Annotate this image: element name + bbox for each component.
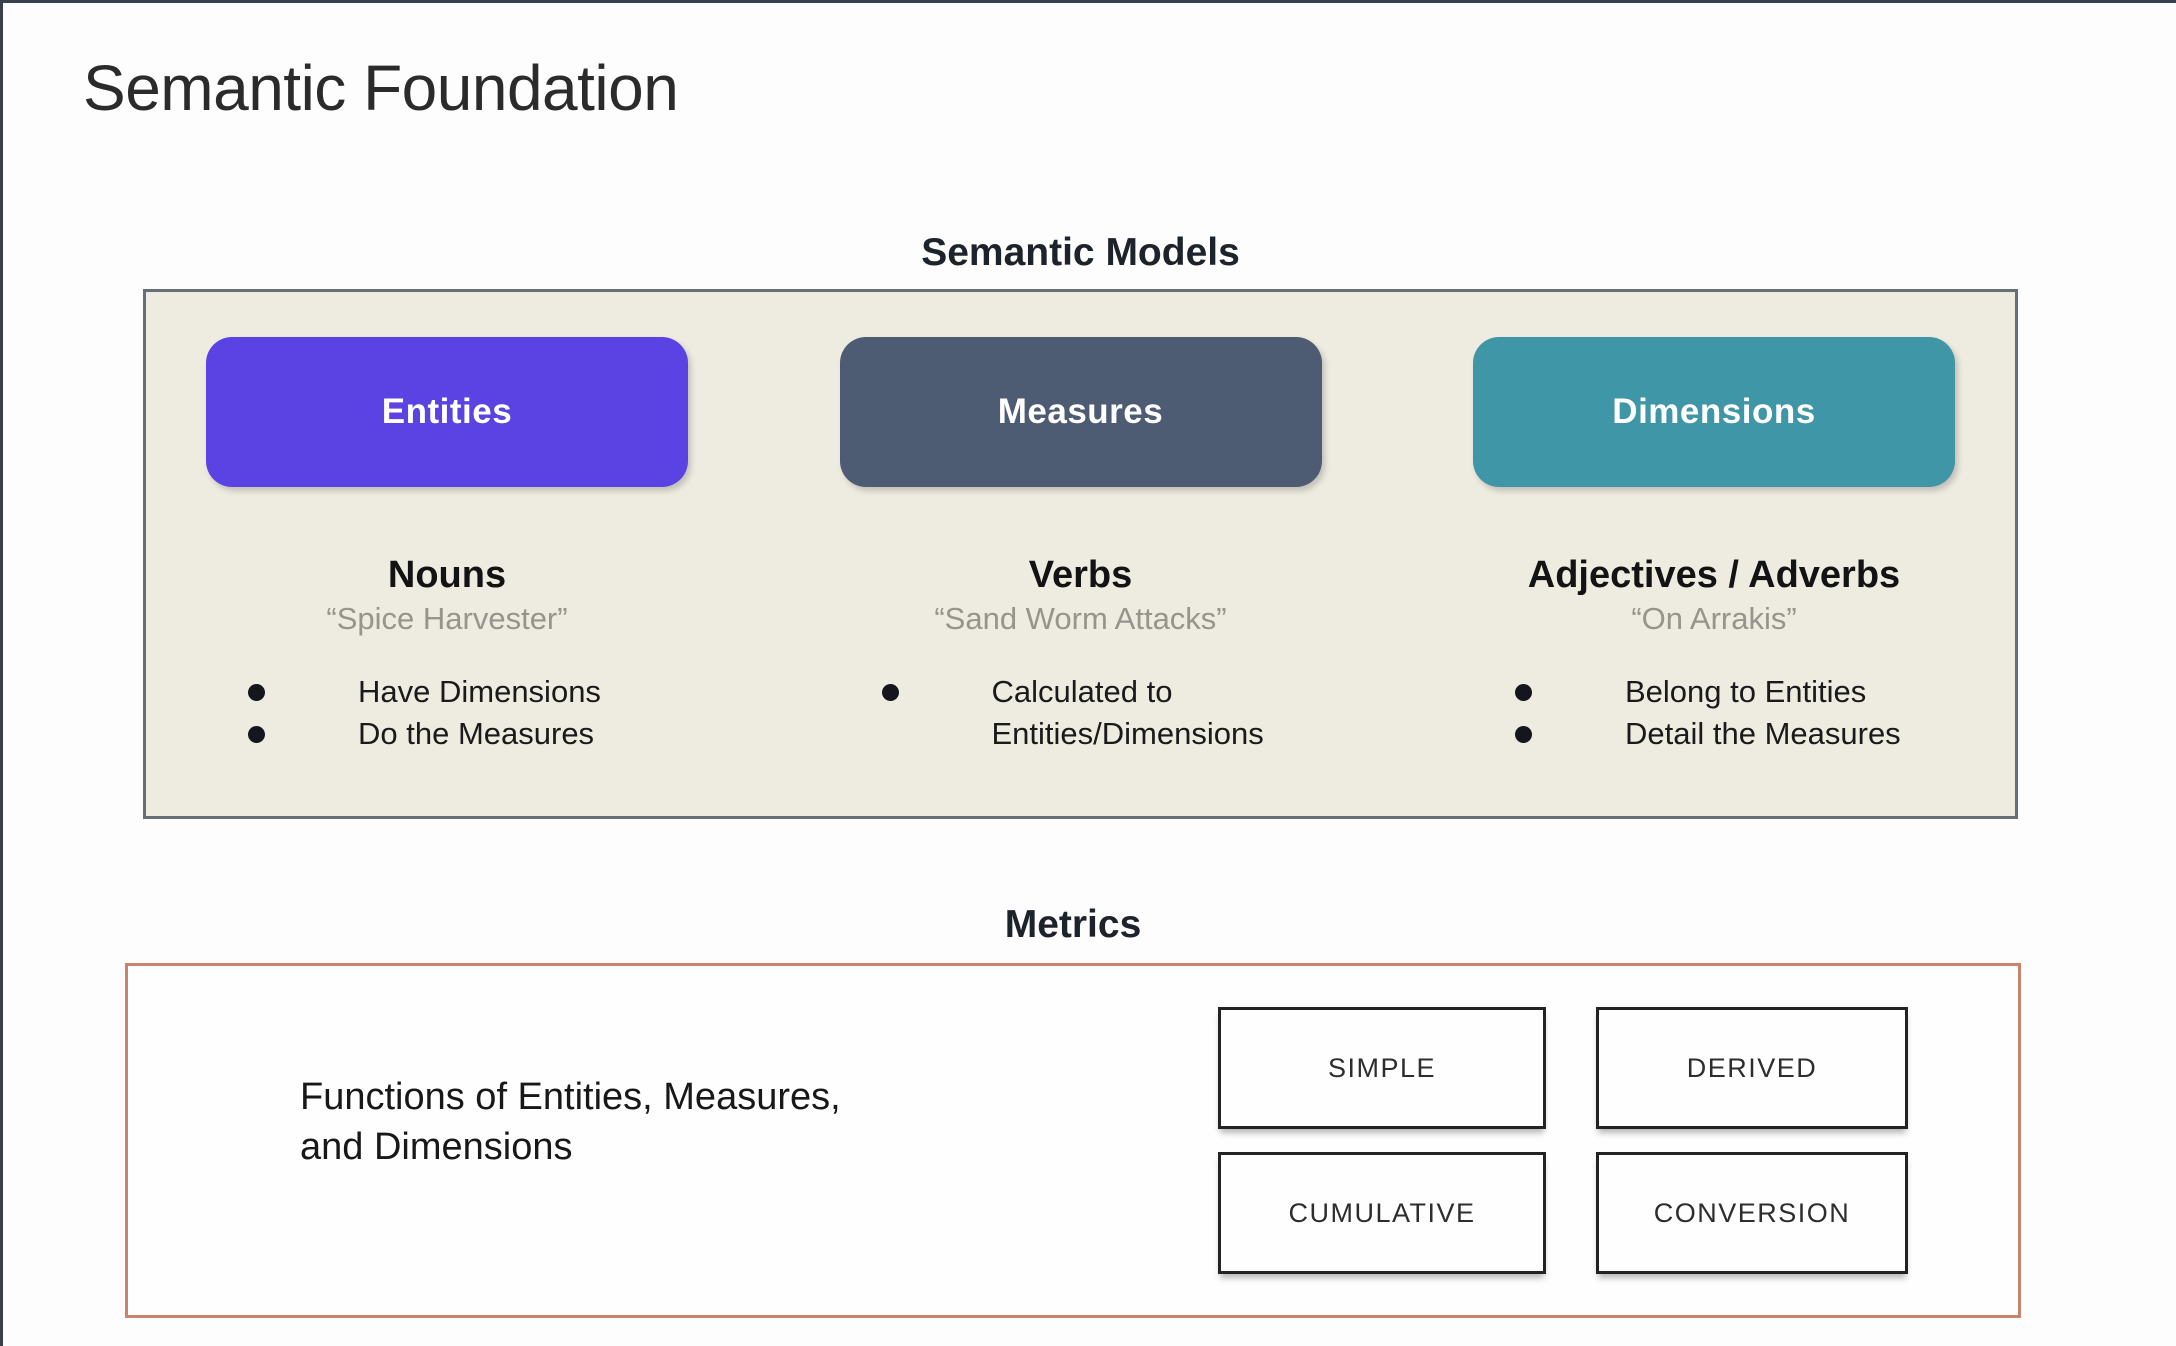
metric-type-simple: SIMPLE (1218, 1007, 1546, 1129)
bullet-item: Calculated to Entities/Dimensions (840, 671, 1322, 755)
bullet-item: Do the Measures (206, 713, 688, 755)
metrics-panel: Functions of Entities, Measures, and Dim… (125, 963, 2021, 1318)
bullet-item: Detail the Measures (1473, 713, 1955, 755)
entities-quote: “Spice Harvester” (326, 600, 568, 636)
metrics-grid: SIMPLE DERIVED CUMULATIVE CONVERSION (1218, 1007, 1908, 1274)
metrics-description: Functions of Entities, Measures, and Dim… (300, 1076, 841, 1168)
entities-pill: Entities (206, 337, 688, 487)
entities-bullet-list: Have Dimensions Do the Measures (206, 671, 688, 755)
measures-heading: Verbs (1028, 554, 1133, 596)
measures-pill: Measures (839, 337, 1322, 487)
bullet-item: Have Dimensions (206, 671, 688, 713)
entities-heading: Nouns (387, 554, 507, 596)
metric-type-derived: DERIVED (1596, 1007, 1908, 1129)
measures-bullet-list: Calculated to Entities/Dimensions (840, 671, 1322, 755)
dimensions-pill: Dimensions (1473, 337, 1955, 487)
metric-type-cumulative: CUMULATIVE (1218, 1152, 1546, 1274)
page-title: Semantic Foundation (83, 52, 679, 124)
measures-quote: “Sand Worm Attacks” (934, 600, 1227, 636)
metrics-title: Metrics (1004, 903, 1142, 946)
semantic-models-panel: Entities Nouns “Spice Harvester” Have Di… (143, 289, 2018, 819)
dimensions-quote: “On Arrakis” (1631, 600, 1797, 636)
dimensions-column: Dimensions Adjectives / Adverbs “On Arra… (1473, 337, 1955, 816)
metric-type-conversion: CONVERSION (1596, 1152, 1908, 1274)
dimensions-bullet-list: Belong to Entities Detail the Measures (1473, 671, 1955, 755)
entities-column: Entities Nouns “Spice Harvester” Have Di… (206, 337, 688, 816)
dimensions-heading: Adjectives / Adverbs (1527, 554, 1901, 596)
measures-column: Measures Verbs “Sand Worm Attacks” Calcu… (839, 337, 1322, 816)
semantic-models-title: Semantic Models (921, 231, 1240, 274)
bullet-item: Belong to Entities (1473, 671, 1955, 713)
